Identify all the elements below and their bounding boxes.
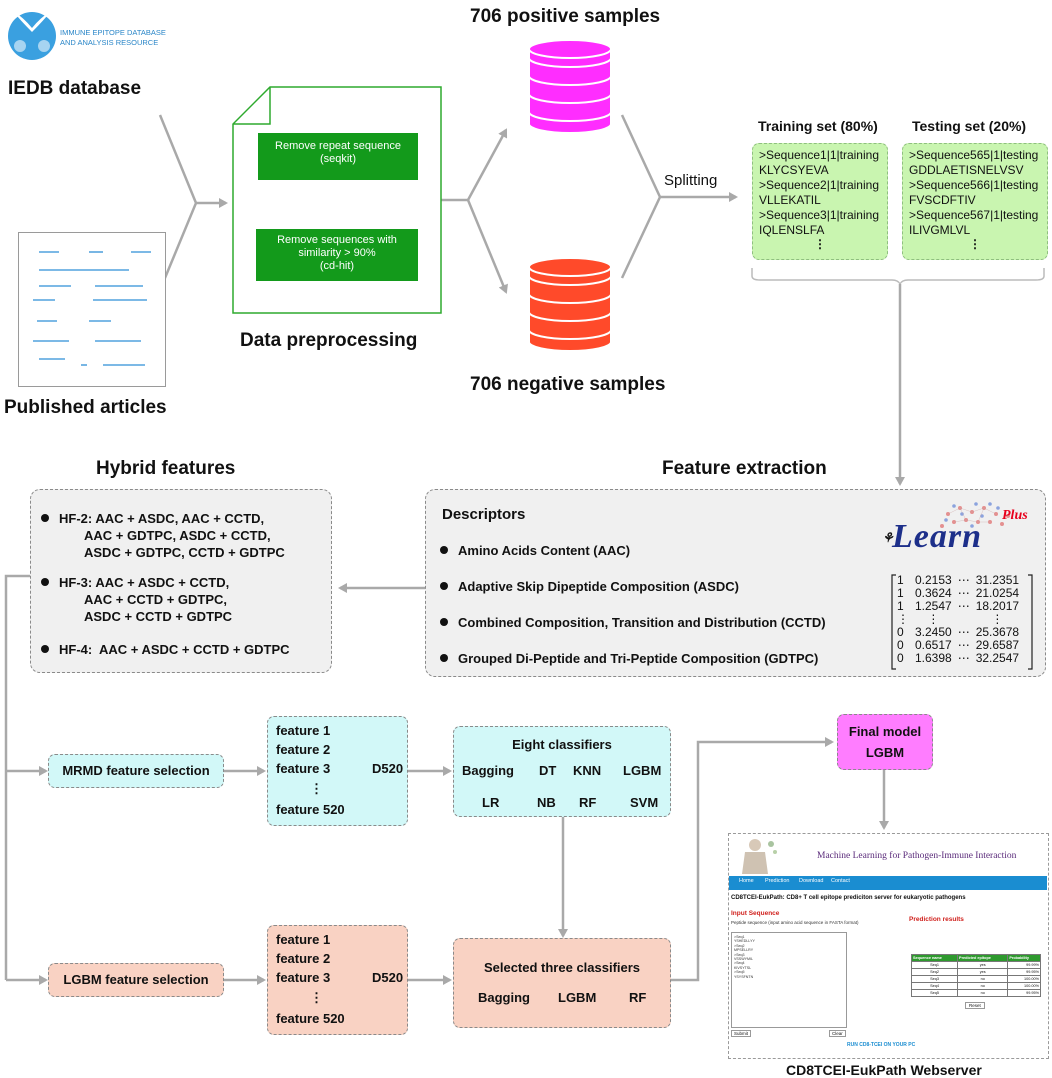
run-local-link[interactable]: RUN CD8-TCEI ON YOUR PC [847,1042,916,1048]
testing-set-title: Testing set (20%) [912,118,1027,134]
nav-home[interactable]: Home [739,878,754,884]
hybrid-features-title: Hybrid features [96,458,236,479]
iedb-database-label: IEDB database [8,78,142,99]
hf4-item: HF-4: AAC + ASDC + CCTD + GDTPC [41,641,290,658]
network-graphic-icon [940,502,1010,528]
webserver-label: CD8TCEI-EukPath Webserver [786,1062,982,1078]
results-table: Sequence name Predicted epitope Probabil… [910,954,1041,997]
positive-samples-label: 706 positive samples [470,6,661,27]
input-sequence-title: Input Sequence [731,910,780,917]
eight-classifiers-box: Eight classifiers Bagging DT KNN LGBM LR… [453,726,671,817]
webserver-heading: CD8TCEI-EukPath: CD8+ T cell epitope pre… [731,895,966,901]
mrmd-features-box: feature 1 feature 2 feature 3 ⋮ feature … [267,716,408,826]
webserver-banner: Machine Learning for Pathogen-Immune Int… [817,851,1017,861]
ilearnplus-logo: Plus ⚘ Learn [878,500,1038,564]
three-classifiers-box: Selected three classifiers Bagging LGBM … [453,938,671,1028]
webserver-screenshot: Machine Learning for Pathogen-Immune Int… [728,833,1049,1059]
published-articles-label: Published articles [4,397,167,418]
descriptor-asdc: Adaptive Skip Dipeptide Composition (ASD… [440,578,739,595]
webserver-nav-bar: Home Prediction Download Contact [729,876,1047,890]
negative-samples-label: 706 negative samples [470,374,666,395]
lgbm-features-box: feature 1 feature 2 feature 3 ⋮ feature … [267,925,408,1035]
positive-database-icon [528,39,612,134]
mrmd-feature-selection-box: MRMD feature selection [48,754,224,788]
hybrid-features-box: HF-2: AAC + ASDC, AAC + CCTD, AAC + GDTP… [30,489,332,673]
ilearn-plus-text: Plus [1002,508,1028,523]
splitting-label: Splitting [664,172,718,189]
descriptors-title: Descriptors [442,506,526,523]
nav-download[interactable]: Download [799,878,824,884]
hf3-item: HF-3: AAC + ASDC + CCTD, [41,574,229,591]
lgbm-d520-label: D520 [372,970,404,985]
feature-extraction-box: Descriptors Amino Acids Content (AAC) Ad… [425,489,1046,677]
clear-button[interactable]: Clear [829,1030,846,1037]
input-hint: Peptide sequence (input amino acid seque… [731,920,859,925]
nav-contact[interactable]: Contact [831,878,850,884]
nav-prediction[interactable]: Prediction [765,878,790,884]
descriptor-aac: Amino Acids Content (AAC) [440,542,630,559]
lgbm-feature-selection-box: LGBM feature selection [48,963,224,997]
prediction-results-title: Prediction results [909,916,964,923]
feature-extraction-title: Feature extraction [662,458,827,479]
remove-repeat-step: Remove repeat sequence(seqkit) [258,133,418,180]
reset-button[interactable]: Reset [965,1002,985,1009]
iedb-logo-text: IMMUNE EPITOPE DATABASE AND ANALYSIS RES… [60,28,166,47]
training-set-title: Training set (80%) [758,118,878,134]
hf2-item: HF-2: AAC + ASDC, AAC + CCTD, [41,510,264,527]
ilearn-figure-icon: ⚘ [882,530,894,545]
mrmd-d520-label: D520 [372,761,404,776]
article-document-icon [18,232,166,387]
descriptor-cctd: Combined Composition, Transition and Dis… [440,614,826,631]
iedb-logo-icon [8,10,56,60]
descriptor-gdtpc: Grouped Di-Peptide and Tri-Peptide Compo… [440,650,818,667]
pathogen-figure-icon [742,839,777,874]
submit-button[interactable]: Submit [731,1030,752,1037]
negative-database-icon [528,257,612,352]
ilearn-main-text: Learn [892,518,982,555]
data-preprocessing-label: Data preprocessing [240,330,418,351]
